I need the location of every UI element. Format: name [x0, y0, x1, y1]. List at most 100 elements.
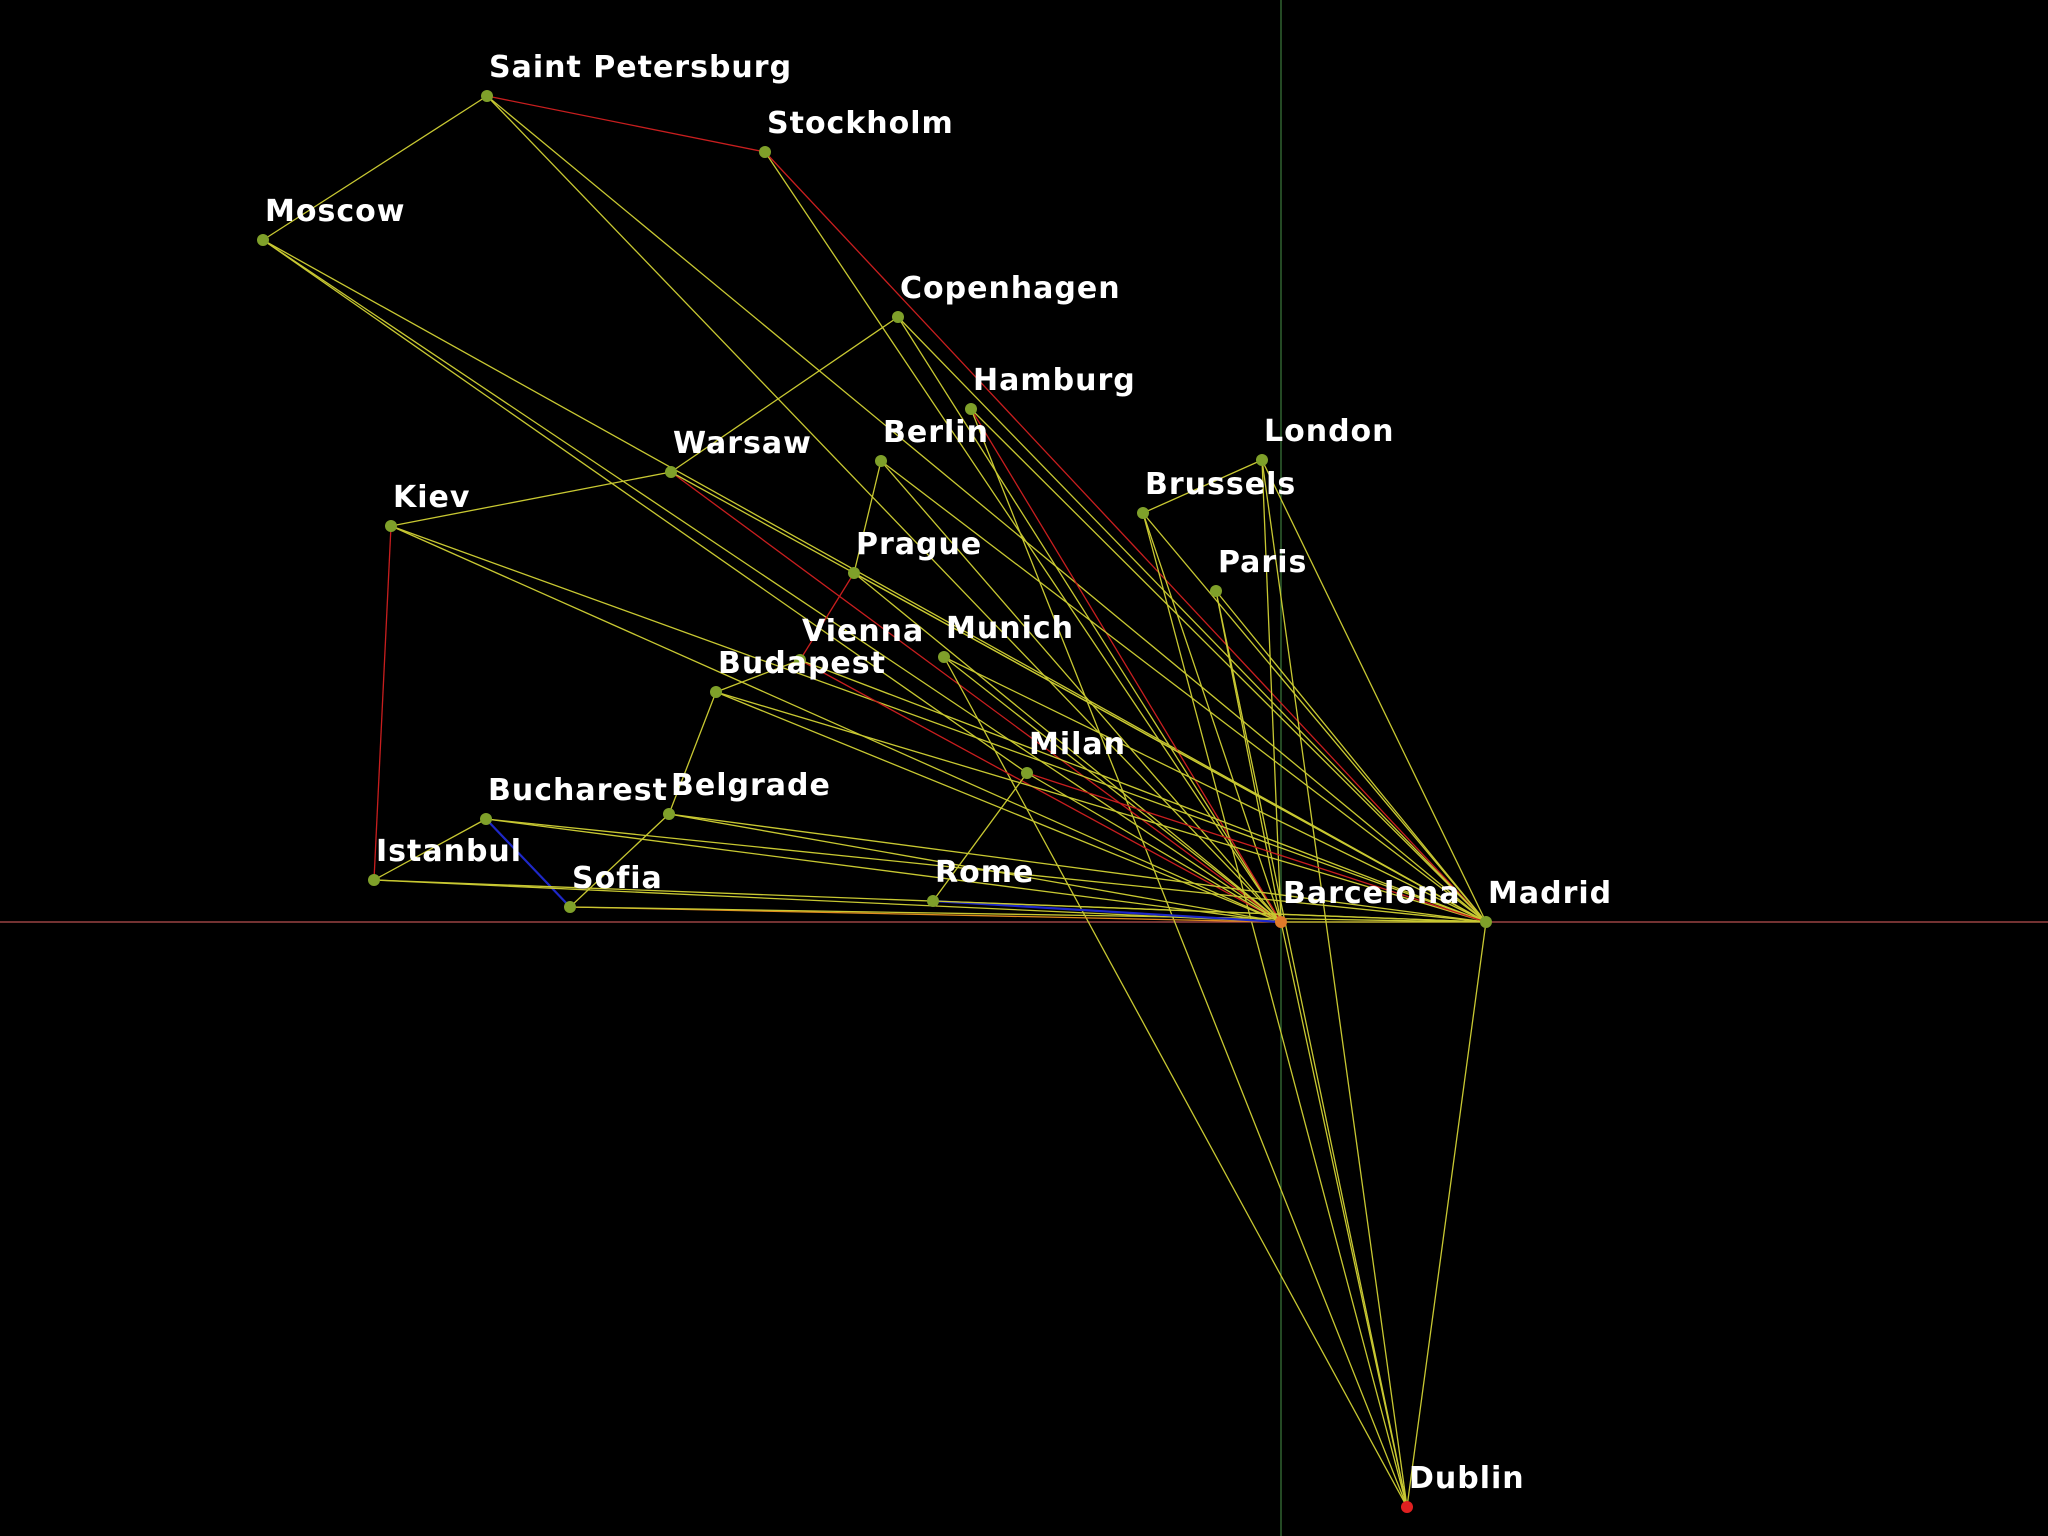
label-milan: Milan [1029, 727, 1126, 762]
edge-saint-petersburg-stockholm [486, 95, 766, 153]
label-prague: Prague [856, 527, 982, 562]
node-paris[interactable] [1210, 585, 1222, 597]
label-kiev: Kiev [393, 480, 470, 515]
edge-belgrade-sofia [569, 813, 670, 908]
edge-vienna-madrid [799, 659, 1487, 923]
edge-vienna-budapest [715, 659, 801, 693]
edge-barcelona-dublin [1280, 921, 1408, 1508]
edge-hamburg-dublin [970, 408, 1408, 1508]
label-saint-petersburg: Saint Petersburg [489, 50, 792, 85]
edge-bucharest-barcelona [485, 818, 1282, 923]
label-warsaw: Warsaw [673, 426, 812, 461]
edge-moscow-madrid [262, 239, 1487, 923]
label-istanbul: Istanbul [376, 834, 522, 869]
edge-paris-madrid [1215, 590, 1487, 923]
edge-warsaw-kiev [390, 471, 672, 527]
node-barcelona[interactable] [1275, 916, 1287, 928]
edge-prague-barcelona [853, 572, 1282, 923]
edge-sofia-madrid [569, 906, 1487, 923]
edge-layer [262, 95, 1487, 1508]
label-belgrade: Belgrade [671, 768, 831, 803]
node-sofia[interactable] [564, 901, 576, 913]
node-milan[interactable] [1021, 767, 1033, 779]
edge-berlin-madrid [880, 460, 1487, 923]
label-barcelona: Barcelona [1283, 876, 1461, 911]
edge-london-brussels [1142, 459, 1263, 514]
edge-brussels-dublin [1142, 512, 1408, 1508]
node-bucharest[interactable] [480, 813, 492, 825]
edge-warsaw-barcelona [670, 471, 1282, 923]
label-stockholm: Stockholm [767, 106, 954, 141]
node-stockholm[interactable] [759, 146, 771, 158]
node-warsaw[interactable] [665, 466, 677, 478]
node-kiev[interactable] [385, 520, 397, 532]
edge-kiev-madrid [390, 525, 1487, 923]
label-moscow: Moscow [265, 194, 405, 229]
node-rome[interactable] [927, 895, 939, 907]
label-bucharest: Bucharest [488, 773, 668, 808]
edge-munich-barcelona [943, 656, 1282, 923]
edge-istanbul-barcelona [373, 879, 1282, 923]
edge-budapest-belgrade [668, 691, 717, 815]
node-brussels[interactable] [1137, 507, 1149, 519]
edge-copenhagen-warsaw [670, 316, 899, 473]
edge-copenhagen-madrid [897, 316, 1487, 923]
label-hamburg: Hamburg [973, 363, 1136, 398]
edge-london-dublin [1261, 459, 1408, 1508]
edge-berlin-barcelona [880, 460, 1282, 923]
edge-budapest-barcelona [715, 691, 1282, 923]
node-madrid[interactable] [1480, 916, 1492, 928]
edge-london-barcelona [1261, 459, 1282, 923]
edge-munich-dublin [943, 656, 1408, 1508]
edge-saint-petersburg-barcelona [486, 95, 1282, 923]
node-saint-petersburg[interactable] [481, 90, 493, 102]
node-munich[interactable] [938, 651, 950, 663]
label-layer: Saint PetersburgStockholmMoscowCopenhage… [265, 50, 1611, 1496]
label-london: London [1264, 414, 1395, 449]
edge-munich-madrid [943, 656, 1487, 923]
node-dublin[interactable] [1401, 1501, 1413, 1513]
label-berlin: Berlin [883, 415, 989, 450]
edge-milan-madrid [1026, 772, 1487, 923]
label-paris: Paris [1218, 545, 1307, 580]
edge-vienna-barcelona [799, 659, 1282, 923]
edge-stockholm-barcelona [764, 151, 1282, 923]
edge-london-madrid [1261, 459, 1487, 923]
label-dublin: Dublin [1409, 1461, 1525, 1496]
edge-kiev-istanbul [373, 525, 392, 881]
node-istanbul[interactable] [368, 874, 380, 886]
edge-prague-vienna [799, 572, 855, 661]
edge-saint-petersburg-moscow [262, 95, 488, 241]
edge-bucharest-istanbul [373, 818, 487, 881]
label-copenhagen: Copenhagen [900, 271, 1121, 306]
edge-prague-madrid [853, 572, 1487, 923]
node-belgrade[interactable] [663, 808, 675, 820]
edge-rome-madrid [932, 900, 1487, 923]
label-sofia: Sofia [572, 861, 663, 896]
edge-madrid-dublin [1406, 921, 1487, 1508]
node-moscow[interactable] [257, 234, 269, 246]
node-layer [257, 90, 1492, 1513]
edge-paris-barcelona [1215, 590, 1282, 923]
node-berlin[interactable] [875, 455, 887, 467]
label-rome: Rome [935, 855, 1034, 890]
edge-belgrade-barcelona [668, 813, 1282, 923]
edge-bucharest-sofia [485, 818, 571, 908]
node-budapest[interactable] [710, 686, 722, 698]
edge-berlin-prague [853, 460, 882, 574]
node-london[interactable] [1256, 454, 1268, 466]
edge-kiev-barcelona [390, 525, 1282, 923]
edge-moscow-barcelona [262, 239, 1282, 923]
label-munich: Munich [946, 611, 1074, 646]
edge-saint-petersburg-madrid [486, 95, 1487, 923]
edge-budapest-madrid [715, 691, 1487, 923]
node-vienna[interactable] [794, 654, 806, 666]
edge-milan-rome [932, 772, 1028, 902]
node-copenhagen[interactable] [892, 311, 904, 323]
label-budapest: Budapest [718, 646, 886, 681]
edge-paris-dublin [1215, 590, 1408, 1508]
node-prague[interactable] [848, 567, 860, 579]
edge-belgrade-madrid [668, 813, 1487, 923]
node-hamburg[interactable] [965, 403, 977, 415]
